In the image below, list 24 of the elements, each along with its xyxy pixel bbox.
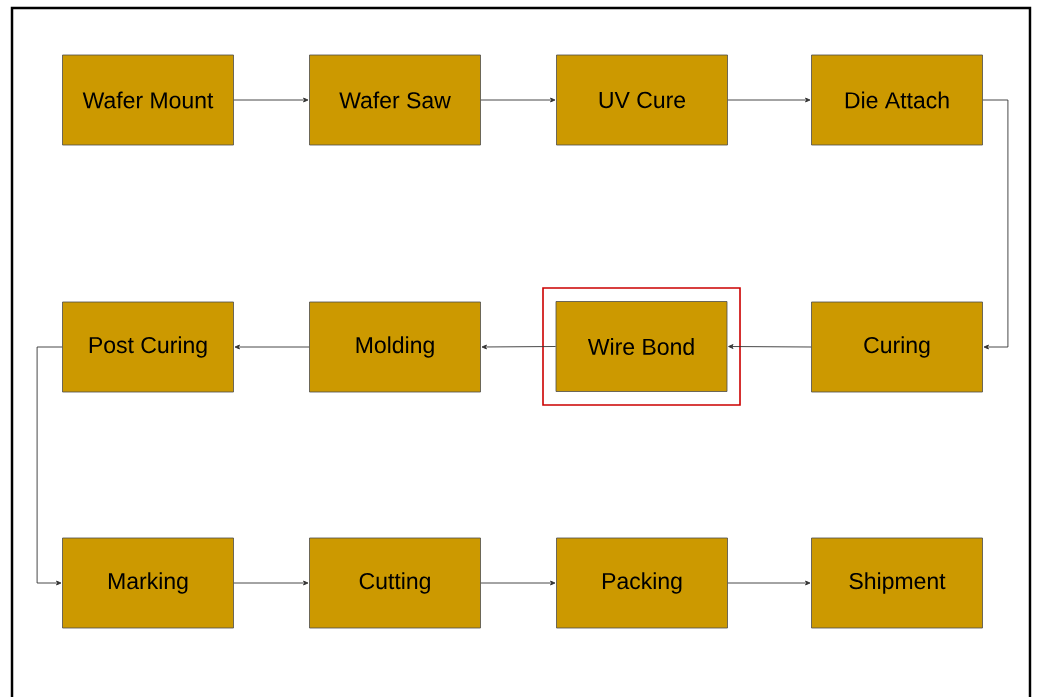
process-box: Molding [309, 301, 481, 393]
arrow [480, 97, 556, 103]
process-box: Packing [556, 537, 728, 629]
process-box: UV Cure [556, 54, 728, 146]
arrow [36, 346, 63, 586]
process-box: Cutting [309, 537, 481, 629]
arrow [727, 580, 811, 586]
process-box: Die Attach [811, 54, 983, 146]
highlight-box [542, 287, 741, 406]
arrow [727, 97, 811, 103]
process-box: Curing [811, 301, 983, 393]
process-box: Wire Bond [555, 301, 728, 392]
process-box: Marking [62, 537, 234, 629]
process-box: Wafer Mount [62, 54, 234, 146]
arrow [728, 344, 812, 349]
process-box: Shipment [811, 537, 983, 629]
arrow [982, 99, 1009, 350]
arrow [481, 344, 557, 350]
arrow [233, 580, 309, 586]
arrow [234, 344, 310, 350]
arrow [480, 580, 556, 586]
process-box: Wafer Saw [309, 54, 481, 146]
process-box: Post Curing [62, 301, 234, 393]
arrow [233, 97, 309, 103]
